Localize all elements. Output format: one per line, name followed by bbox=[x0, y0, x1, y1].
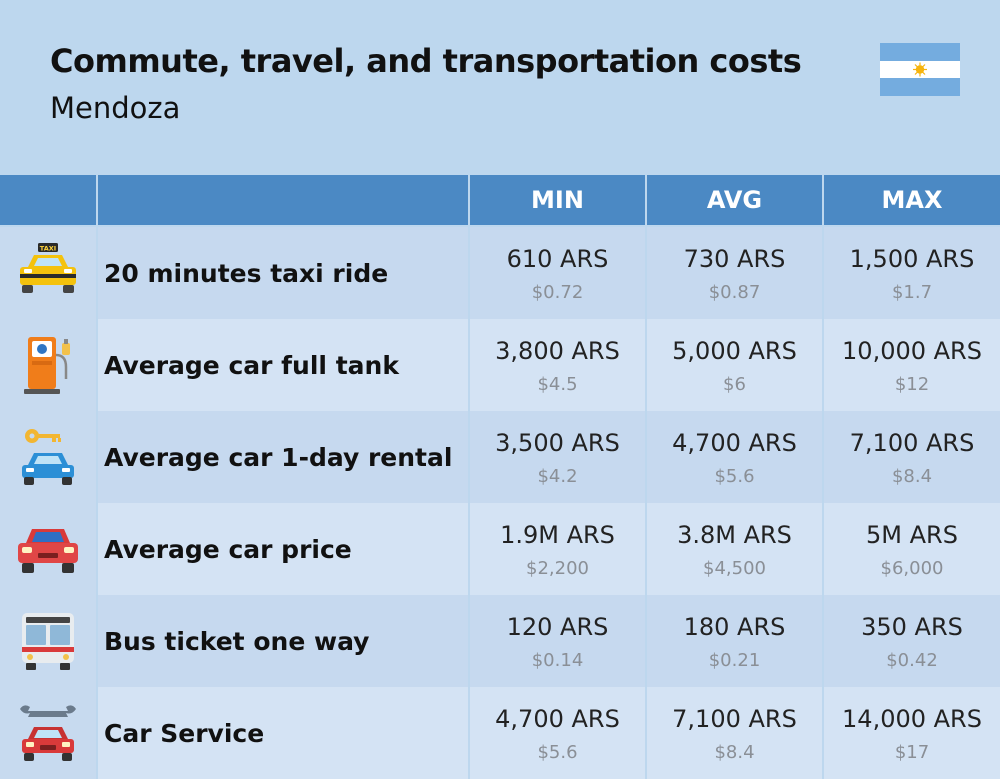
header-icon-cell bbox=[0, 175, 96, 225]
max-value: 10,000 ARS bbox=[842, 337, 982, 365]
car-rental-key-icon bbox=[22, 429, 74, 485]
min-value: 1.9M ARS bbox=[500, 521, 615, 549]
avg-usd: $6 bbox=[723, 374, 746, 395]
bus-icon bbox=[22, 613, 74, 670]
car-service-wrench-icon bbox=[20, 705, 76, 761]
min-cell: 3,800 ARS $4.5 bbox=[470, 319, 645, 411]
max-usd: $1.7 bbox=[891, 282, 933, 303]
avg-value: 4,700 ARS bbox=[672, 429, 797, 457]
argentina-flag-icon bbox=[880, 43, 960, 96]
table-row: TAXI 20 minutes taxi ride 610 ARS $0.72 … bbox=[0, 227, 1000, 319]
max-usd: $8.4 bbox=[891, 466, 933, 487]
max-value: 1,500 ARS bbox=[849, 245, 975, 273]
min-value: 120 ARS bbox=[506, 613, 609, 641]
min-cell: 1.9M ARS $2,200 bbox=[470, 503, 645, 595]
avg-cell: 4,700 ARS $5.6 bbox=[647, 411, 822, 503]
header-avg: AVG bbox=[647, 175, 822, 225]
max-usd: $0.42 bbox=[886, 650, 938, 671]
min-usd: $0.14 bbox=[531, 650, 584, 671]
avg-cell: 5,000 ARS $6 bbox=[647, 319, 822, 411]
avg-value: 180 ARS bbox=[683, 613, 786, 641]
header-label-cell bbox=[98, 175, 468, 225]
row-label: Average car full tank bbox=[98, 319, 468, 411]
max-value: 5M ARS bbox=[866, 521, 958, 549]
min-usd: $0.72 bbox=[531, 282, 584, 303]
avg-value: 7,100 ARS bbox=[672, 705, 797, 733]
row-icon-cell bbox=[0, 411, 96, 503]
avg-usd: $5.6 bbox=[714, 466, 755, 487]
row-icon-cell: TAXI bbox=[0, 227, 96, 319]
table-row: Bus ticket one way 120 ARS $0.14 180 ARS… bbox=[0, 595, 1000, 687]
max-value: 350 ARS bbox=[861, 613, 963, 641]
page-title: Commute, travel, and transportation cost… bbox=[50, 42, 802, 80]
taxi-icon: TAXI bbox=[20, 243, 76, 293]
avg-usd: $0.21 bbox=[708, 650, 761, 671]
max-cell: 5M ARS $6,000 bbox=[824, 503, 1000, 595]
header-max: MAX bbox=[824, 175, 1000, 225]
avg-cell: 180 ARS $0.21 bbox=[647, 595, 822, 687]
max-cell: 10,000 ARS $12 bbox=[824, 319, 1000, 411]
avg-usd: $8.4 bbox=[714, 742, 755, 763]
row-icon-cell bbox=[0, 595, 96, 687]
table-row: Average car price 1.9M ARS $2,200 3.8M A… bbox=[0, 503, 1000, 595]
avg-value: 3.8M ARS bbox=[677, 521, 792, 549]
table-row: Car Service 4,700 ARS $5.6 7,100 ARS $8.… bbox=[0, 687, 1000, 779]
header-min: MIN bbox=[470, 175, 645, 225]
row-icon-cell bbox=[0, 687, 96, 779]
row-label: Bus ticket one way bbox=[98, 595, 468, 687]
min-usd: $5.6 bbox=[537, 742, 578, 763]
table-row: Average car 1-day rental 3,500 ARS $4.2 … bbox=[0, 411, 1000, 503]
avg-cell: 730 ARS $0.87 bbox=[647, 227, 822, 319]
table-row: Average car full tank 3,800 ARS $4.5 5,0… bbox=[0, 319, 1000, 411]
row-icon-cell bbox=[0, 503, 96, 595]
max-usd: $6,000 bbox=[880, 558, 944, 579]
row-icon-cell bbox=[0, 319, 96, 411]
max-usd: $12 bbox=[894, 374, 930, 395]
page-header: Commute, travel, and transportation cost… bbox=[0, 0, 1000, 175]
city-subtitle: Mendoza bbox=[50, 91, 181, 125]
min-value: 4,700 ARS bbox=[495, 705, 620, 733]
row-label: Car Service bbox=[98, 687, 468, 779]
row-label: Average car 1-day rental bbox=[98, 411, 468, 503]
min-value: 3,800 ARS bbox=[495, 337, 620, 365]
avg-cell: 7,100 ARS $8.4 bbox=[647, 687, 822, 779]
max-value: 14,000 ARS bbox=[842, 705, 982, 733]
max-cell: 14,000 ARS $17 bbox=[824, 687, 1000, 779]
cost-table: MIN AVG MAX TAXI 20 minutes taxi ride 61… bbox=[0, 175, 1000, 779]
table-header-row: MIN AVG MAX bbox=[0, 175, 1000, 225]
min-value: 610 ARS bbox=[506, 245, 609, 273]
min-usd: $2,200 bbox=[526, 558, 589, 579]
row-label: 20 minutes taxi ride bbox=[98, 227, 468, 319]
fuel-pump-icon bbox=[24, 337, 70, 394]
min-cell: 120 ARS $0.14 bbox=[470, 595, 645, 687]
max-cell: 7,100 ARS $8.4 bbox=[824, 411, 1000, 503]
taxi-sign-text: TAXI bbox=[40, 245, 56, 253]
max-value: 7,100 ARS bbox=[849, 429, 975, 457]
max-usd: $17 bbox=[894, 742, 930, 763]
min-value: 3,500 ARS bbox=[495, 429, 620, 457]
min-cell: 4,700 ARS $5.6 bbox=[470, 687, 645, 779]
avg-cell: 3.8M ARS $4,500 bbox=[647, 503, 822, 595]
min-cell: 3,500 ARS $4.2 bbox=[470, 411, 645, 503]
avg-value: 5,000 ARS bbox=[672, 337, 797, 365]
row-label: Average car price bbox=[98, 503, 468, 595]
avg-usd: $0.87 bbox=[708, 282, 761, 303]
min-usd: $4.2 bbox=[537, 466, 578, 487]
car-icon bbox=[18, 529, 78, 573]
max-cell: 1,500 ARS $1.7 bbox=[824, 227, 1000, 319]
avg-usd: $4,500 bbox=[703, 558, 766, 579]
max-cell: 350 ARS $0.42 bbox=[824, 595, 1000, 687]
min-cell: 610 ARS $0.72 bbox=[470, 227, 645, 319]
avg-value: 730 ARS bbox=[683, 245, 786, 273]
min-usd: $4.5 bbox=[537, 374, 578, 395]
